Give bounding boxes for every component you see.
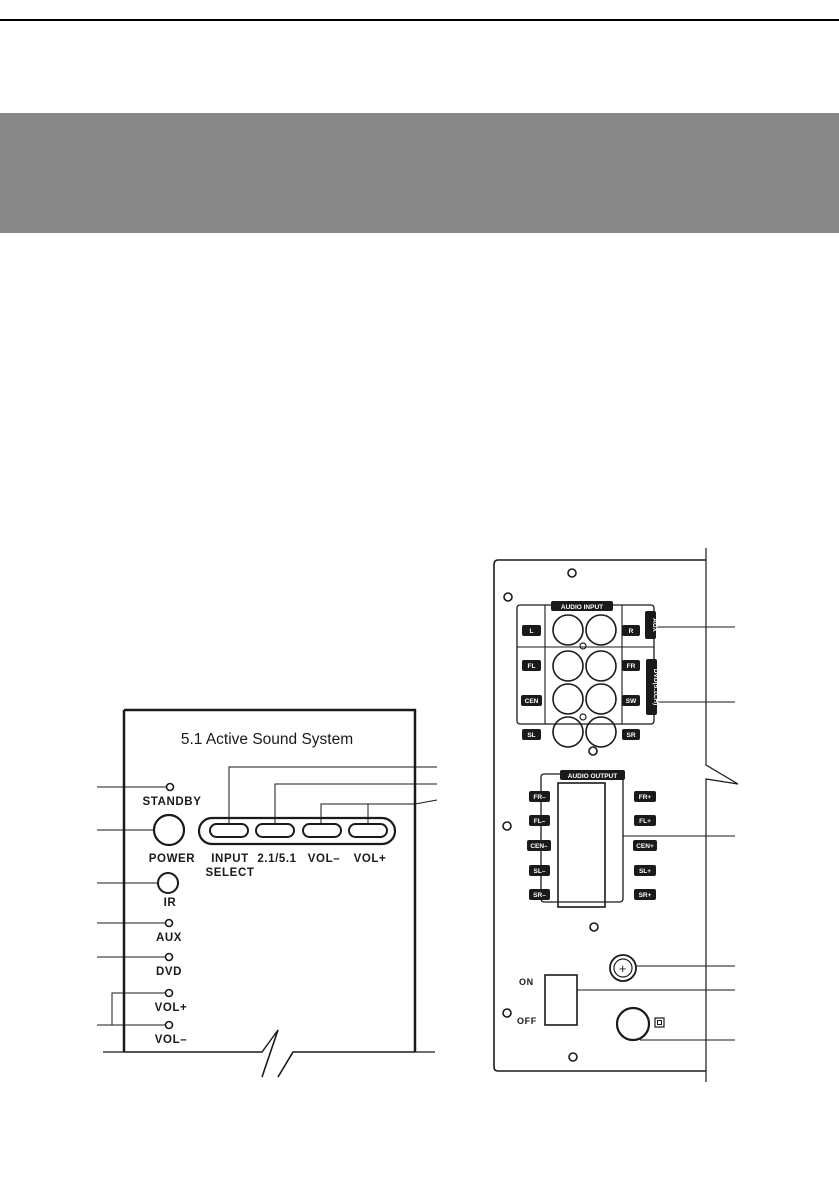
vol-minus-led <box>164 1020 174 1030</box>
aux-input-label: AUX <box>651 618 658 632</box>
speaker-terminal-panel <box>557 782 606 908</box>
mode-label: 2.1/5.1 <box>257 853 296 865</box>
input-left-label-l: L <box>530 628 534 635</box>
input-right-label-sr: SR <box>626 732 635 739</box>
power-button[interactable] <box>152 813 186 847</box>
output-right-label-sr: SR+ <box>639 892 652 899</box>
rear-panel-tags: AUDIO INPUT AUX DVD(5.1CH) L FL CEN SL R… <box>521 601 659 900</box>
input-select-label-2: SELECT <box>206 867 255 879</box>
front-panel-title: 5.1 Active Sound System <box>181 731 353 748</box>
sl-jack[interactable] <box>552 716 584 748</box>
vol-minus-button[interactable] <box>302 823 342 838</box>
front-button-bar <box>197 816 397 846</box>
vol-plus-button-label: VOL+ <box>354 853 387 865</box>
output-right-label-cen: CEN+ <box>636 843 654 850</box>
input-left-label-sl: SL <box>527 732 535 739</box>
output-right-label-fr: FR+ <box>639 794 652 801</box>
output-left-label-sl: SL– <box>534 868 546 875</box>
front-panel <box>97 708 438 1078</box>
rear-panel <box>493 548 739 1082</box>
cen-jack[interactable] <box>552 683 584 715</box>
audio-output-block <box>540 773 624 903</box>
class-ii-symbol <box>654 1017 665 1028</box>
standby-label: STANDBY <box>143 796 202 808</box>
ir-receiver <box>157 872 179 894</box>
power-switch[interactable] <box>544 974 578 1026</box>
vol-minus-button-label: VOL– <box>308 853 340 865</box>
output-right-label-sl: SL+ <box>639 868 651 875</box>
aux-l-jack[interactable] <box>552 614 584 646</box>
mode-button[interactable] <box>255 823 295 838</box>
fuse-holder[interactable] <box>609 954 637 982</box>
dvd-led <box>164 952 174 962</box>
fl-jack[interactable] <box>552 650 584 682</box>
dvd-label: DVD <box>156 966 182 978</box>
aux-label: AUX <box>156 932 182 944</box>
input-select-label: INPUT <box>211 853 249 865</box>
fr-jack[interactable] <box>585 650 617 682</box>
input-right-label-sw: SW <box>626 698 637 705</box>
output-left-label-fr: FR– <box>533 794 546 801</box>
output-left-label-cen: CEN– <box>530 843 548 850</box>
vol-plus-led <box>164 988 174 998</box>
input-select-button[interactable] <box>209 823 249 838</box>
vol-plus-button[interactable] <box>348 823 388 838</box>
sr-jack[interactable] <box>585 716 617 748</box>
audio-input-label: AUDIO INPUT <box>561 604 603 611</box>
power-label: POWER <box>149 853 196 865</box>
vol-minus-led-label: VOL– <box>155 1034 187 1046</box>
input-left-label-cen: CEN <box>525 698 539 705</box>
audio-output-label: AUDIO OUTPUT <box>568 773 618 780</box>
aux-r-jack[interactable] <box>585 614 617 646</box>
top-rule <box>0 19 839 21</box>
input-right-label-r: R <box>629 628 634 635</box>
aux-led <box>164 918 174 928</box>
input-right-label-fr: FR <box>627 663 636 670</box>
vol-plus-led-label: VOL+ <box>155 1002 188 1014</box>
output-left-label-fl: FL– <box>534 818 546 825</box>
dvd-input-label: DVD(5.1CH) <box>652 669 659 705</box>
output-left-label-sr: SR– <box>533 892 546 899</box>
standby-led <box>165 782 175 792</box>
output-right-label-fl: FL+ <box>639 818 651 825</box>
switch-off-label: OFF <box>517 1016 537 1026</box>
sw-jack[interactable] <box>585 683 617 715</box>
fuse-symbol: + <box>619 961 627 976</box>
input-left-label-fl: FL <box>528 663 536 670</box>
switch-on-label: ON <box>519 977 534 987</box>
power-cord-inlet <box>615 1006 651 1042</box>
header-band <box>0 113 839 233</box>
ir-label: IR <box>164 897 177 909</box>
